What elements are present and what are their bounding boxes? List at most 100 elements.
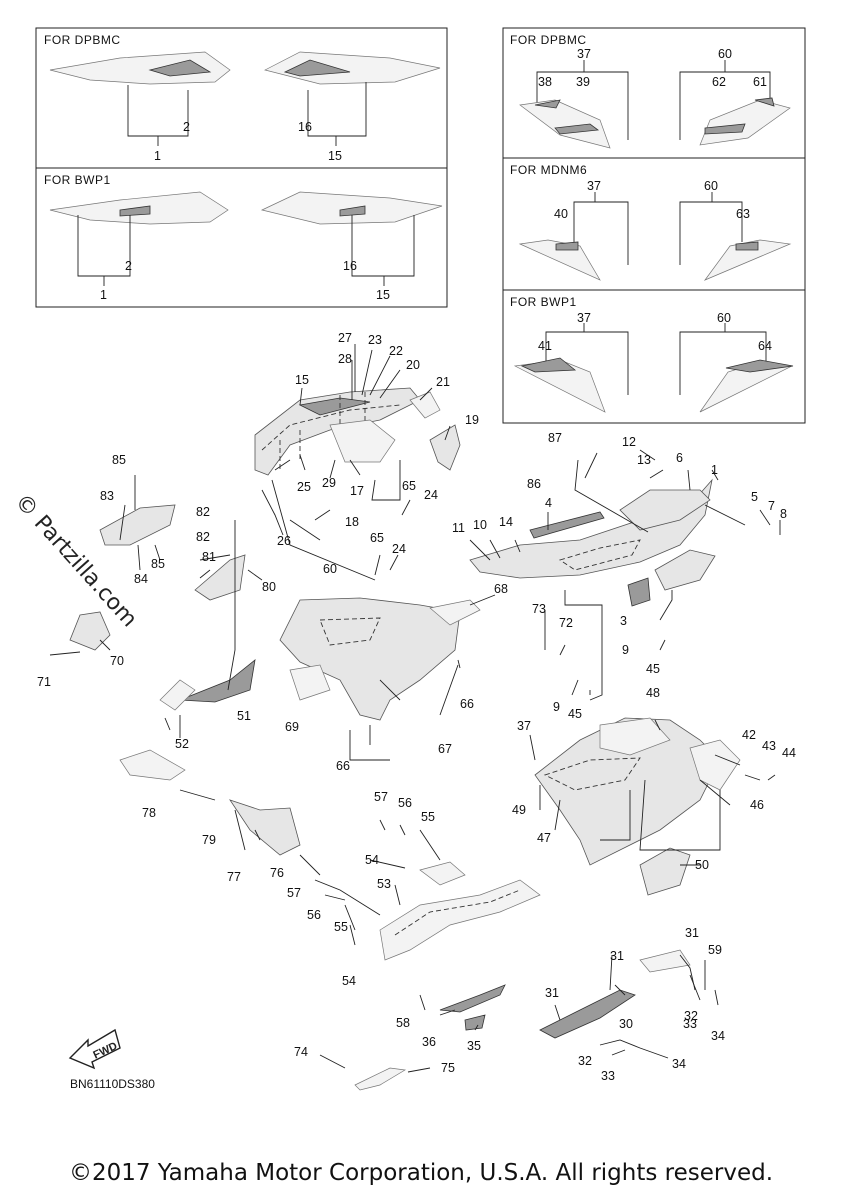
panel-title-dpbmc-right: FOR DPBMC	[510, 33, 587, 47]
panel-78	[119, 749, 186, 781]
callout: 14	[499, 515, 513, 529]
callout: 74	[294, 1045, 308, 1059]
callout: 23	[368, 333, 382, 347]
callout: 35	[467, 1039, 481, 1053]
dashline-53	[394, 889, 521, 936]
callout: 64	[758, 339, 772, 353]
callout: 16	[343, 259, 357, 273]
dashline-37	[543, 757, 641, 791]
dashline-1	[558, 539, 641, 571]
callout: 57	[287, 886, 301, 900]
callout: 4	[545, 496, 552, 510]
cowling-15-decal	[298, 397, 371, 416]
decal-39	[554, 123, 600, 135]
callout: 15	[376, 288, 390, 302]
callout: 37	[577, 47, 591, 61]
callout: 2	[183, 120, 190, 134]
callout: 16	[298, 120, 312, 134]
panel-36	[439, 984, 506, 1013]
callout: 61	[753, 75, 767, 89]
panel-76	[229, 799, 301, 856]
bracket-53	[379, 879, 541, 961]
callout: 15	[328, 149, 342, 163]
front-cowling-1	[469, 478, 713, 579]
panel-title-dpbmc-left: FOR DPBMC	[44, 33, 121, 47]
callout: 7	[768, 499, 775, 513]
callout: 79	[202, 833, 216, 847]
leader-37-dpbmc	[536, 60, 629, 140]
decal-63	[735, 241, 759, 251]
decal-right-dpbmc	[283, 59, 351, 77]
callout: 76	[270, 866, 284, 880]
callout: 47	[537, 831, 551, 845]
leader-15-right	[307, 82, 367, 146]
callout: 31	[685, 926, 699, 940]
decal-41	[520, 357, 577, 373]
callout: 31	[610, 949, 624, 963]
callout: 66	[336, 759, 350, 773]
callout: 62	[712, 75, 726, 89]
callout: 31	[545, 986, 559, 1000]
bracket-83	[99, 504, 176, 546]
callout: 65	[370, 531, 384, 545]
panel-50	[639, 847, 691, 896]
callout: 57	[374, 790, 388, 804]
callout: 60	[718, 47, 732, 61]
callout: 27	[338, 331, 352, 345]
callout: 3	[620, 614, 627, 628]
callout: 80	[262, 580, 276, 594]
callout: 9	[553, 700, 560, 714]
callout: 83	[100, 489, 114, 503]
panel-51	[179, 659, 256, 703]
callout: 6	[676, 451, 683, 465]
callout: 84	[134, 572, 148, 586]
upper-cowl-6	[619, 489, 711, 531]
panel-52	[159, 679, 196, 711]
callout: 56	[307, 908, 321, 922]
leader-1-left	[127, 85, 189, 146]
callout: 39	[576, 75, 590, 89]
callout: 29	[322, 476, 336, 490]
leader-60-bwp1	[679, 323, 767, 395]
callout: 66	[460, 697, 474, 711]
dashline-60	[319, 617, 381, 646]
decal-left-dpbmc	[148, 59, 212, 77]
callout: 33	[683, 1017, 697, 1031]
inset-right-frame	[502, 27, 806, 424]
callout: 13	[637, 453, 651, 467]
leader-37-mdnm6	[573, 192, 629, 265]
callout: 52	[175, 737, 189, 751]
leader-60-mdnm6	[679, 192, 743, 265]
callout: 25	[297, 480, 311, 494]
callout: 22	[389, 344, 403, 358]
callout: 50	[695, 858, 709, 872]
callout: 60	[704, 179, 718, 193]
leader-lines	[49, 344, 781, 1073]
callout: 36	[422, 1035, 436, 1049]
callout: 68	[494, 582, 508, 596]
fwd-arrow-icon: FWD	[68, 1028, 121, 1070]
callout: 77	[227, 870, 241, 884]
callout: 37	[577, 311, 591, 325]
callout: 34	[672, 1057, 686, 1071]
decal-62	[704, 123, 746, 135]
callout: 60	[323, 562, 337, 576]
callout: 21	[436, 375, 450, 389]
panel-3-right	[654, 549, 716, 591]
callout: 51	[237, 709, 251, 723]
callout: 18	[345, 515, 359, 529]
side-cowling-right-dpbmc	[264, 51, 441, 85]
callout: 45	[568, 707, 582, 721]
decal-38	[534, 99, 561, 109]
callout: 75	[441, 1061, 455, 1075]
callout: 71	[37, 675, 51, 689]
side-cowling-left-dpbmc	[49, 51, 231, 85]
callout: 54	[365, 853, 379, 867]
callout: 85	[151, 557, 165, 571]
panel-19	[429, 424, 461, 471]
decal-40	[555, 241, 579, 251]
callout: 19	[465, 413, 479, 427]
callout: 53	[377, 877, 391, 891]
callout: 46	[750, 798, 764, 812]
callout: 48	[646, 686, 660, 700]
